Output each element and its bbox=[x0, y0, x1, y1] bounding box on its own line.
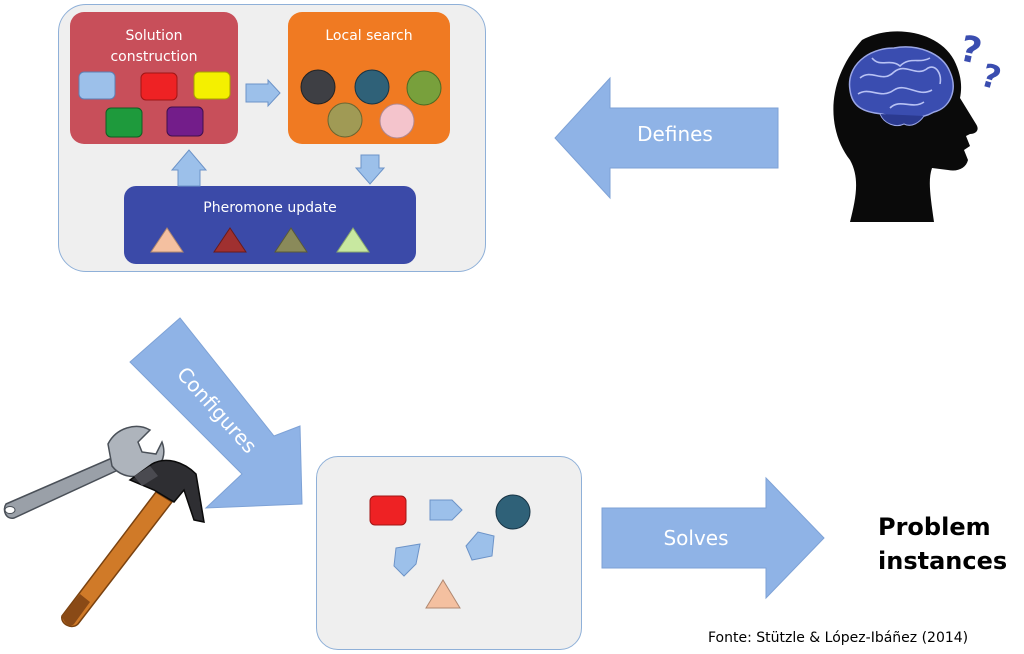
pheromone-update-label: Pheromone update bbox=[203, 200, 337, 216]
arrow-localsearch-to-pheromone bbox=[354, 154, 386, 185]
tools-icon bbox=[3, 425, 205, 628]
component-square-green bbox=[105, 107, 143, 138]
component-triangle-lightgreen bbox=[336, 227, 370, 253]
thinking-head-icon: ? ? bbox=[833, 28, 1005, 222]
selected-circle-teal bbox=[495, 494, 531, 530]
flow-arrow-down bbox=[393, 543, 421, 577]
defines-arrow bbox=[554, 76, 779, 200]
component-square-yellow bbox=[193, 71, 231, 100]
hammer-icon bbox=[61, 459, 205, 628]
configures-arrow bbox=[129, 317, 303, 509]
selected-triangle-peach bbox=[425, 579, 461, 609]
component-square-red bbox=[140, 72, 178, 101]
solves-arrow bbox=[601, 476, 825, 600]
arrow-pheromone-to-construction bbox=[170, 149, 208, 187]
component-circle-dark bbox=[300, 69, 336, 105]
component-triangle-darkred bbox=[213, 227, 247, 253]
component-triangle-peach bbox=[150, 227, 184, 253]
solution-construction-label: Solution construction bbox=[110, 28, 198, 65]
component-circle-olive-green bbox=[406, 70, 442, 106]
defines-label: Defines bbox=[637, 122, 713, 146]
flow-arrow-up bbox=[465, 531, 495, 561]
component-circle-pink bbox=[379, 103, 415, 139]
component-square-purple bbox=[166, 106, 204, 137]
solves-label: Solves bbox=[663, 526, 729, 550]
problem-instances-label: Problem instances bbox=[878, 513, 1008, 575]
wrench-icon bbox=[3, 425, 165, 519]
component-circle-olive bbox=[327, 102, 363, 138]
local-search-label: Local search bbox=[325, 28, 413, 44]
component-square-blue bbox=[78, 71, 116, 100]
component-circle-teal bbox=[354, 69, 390, 105]
arrow-construction-to-localsearch bbox=[245, 78, 281, 108]
selected-square-red bbox=[369, 495, 407, 526]
flow-arrow-right bbox=[429, 499, 463, 521]
source-credit: Fonte: Stützle & López-Ibáñez (2014) bbox=[708, 630, 969, 646]
configured-algorithm-panel bbox=[316, 456, 582, 650]
component-triangle-khaki bbox=[274, 227, 308, 253]
